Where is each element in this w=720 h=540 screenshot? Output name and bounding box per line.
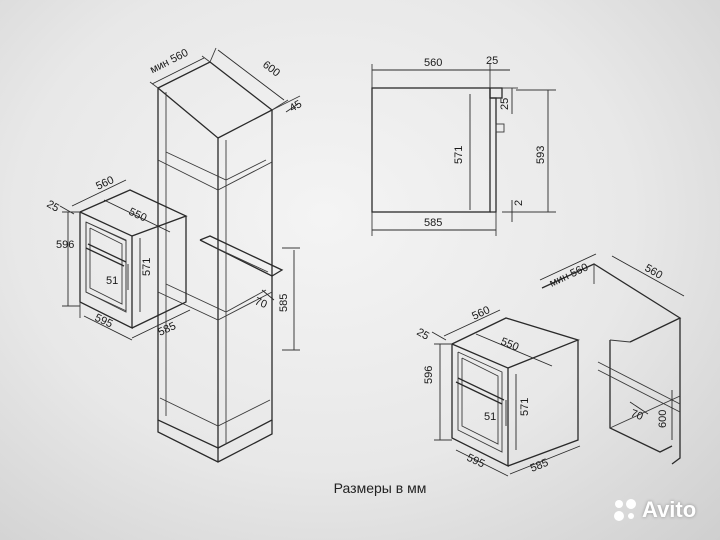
dim-oven-right-height: 596 — [423, 366, 435, 384]
dim-side-top-offset: 25 — [486, 55, 498, 67]
dim-oven-left-inner-width: 550 — [127, 206, 149, 225]
dim-tall-vent: 70 — [253, 296, 269, 311]
dim-under-min-width: мин 560 — [548, 261, 590, 289]
dim-oven-right-width-bottom: 595 — [465, 452, 487, 471]
dim-oven-left-handle: 51 — [106, 275, 118, 287]
dim-oven-left-depth-bottom: 585 — [156, 320, 178, 339]
dim-side-bottom-gap: 2 — [513, 200, 525, 206]
dim-tall-gap: 45 — [288, 98, 305, 115]
dim-side-total-height: 593 — [535, 146, 547, 164]
caption: Размеры в мм — [333, 480, 427, 496]
dim-under-width: 560 — [643, 262, 665, 282]
dim-side-depth: 585 — [424, 217, 442, 229]
dim-tall-niche-height: 585 — [278, 294, 290, 312]
dim-oven-right-width-front: 560 — [470, 304, 492, 323]
oven-left: 560 25 596 550 571 51 595 585 — [45, 174, 191, 341]
watermark-logo: Avito — [612, 497, 696, 523]
tall-cabinet: мин 560 600 45 70 585 — [148, 47, 305, 463]
dim-oven-right-inner-height: 571 — [519, 398, 531, 416]
dim-side-width: 560 — [424, 57, 442, 69]
side-view: 560 25 25 571 593 2 585 — [371, 55, 556, 236]
dim-oven-left-width-bottom: 595 — [93, 312, 115, 331]
under-counter-cabinet: мин 560 560 70 600 — [539, 253, 685, 465]
dim-under-depth: 600 — [657, 410, 669, 428]
dim-oven-right-depth-top: 25 — [415, 326, 432, 343]
dim-oven-left-width-front: 560 — [94, 174, 116, 193]
dim-oven-left-height: 596 — [56, 239, 74, 251]
dim-oven-left-inner-height: 571 — [141, 258, 153, 276]
dim-side-top-height: 25 — [499, 98, 511, 110]
dim-under-vent: 70 — [629, 408, 645, 423]
dim-oven-right-handle: 51 — [484, 411, 496, 423]
dim-side-inner-height: 571 — [453, 146, 465, 164]
watermark-text: Avito — [642, 497, 697, 522]
oven-right: 560 25 596 550 571 51 595 585 — [415, 304, 581, 477]
dim-tall-depth: 600 — [260, 59, 282, 80]
dim-oven-left-depth-top: 25 — [45, 198, 62, 215]
avito-dots-icon — [614, 499, 636, 521]
dim-tall-min-width: мин 560 — [148, 47, 190, 76]
